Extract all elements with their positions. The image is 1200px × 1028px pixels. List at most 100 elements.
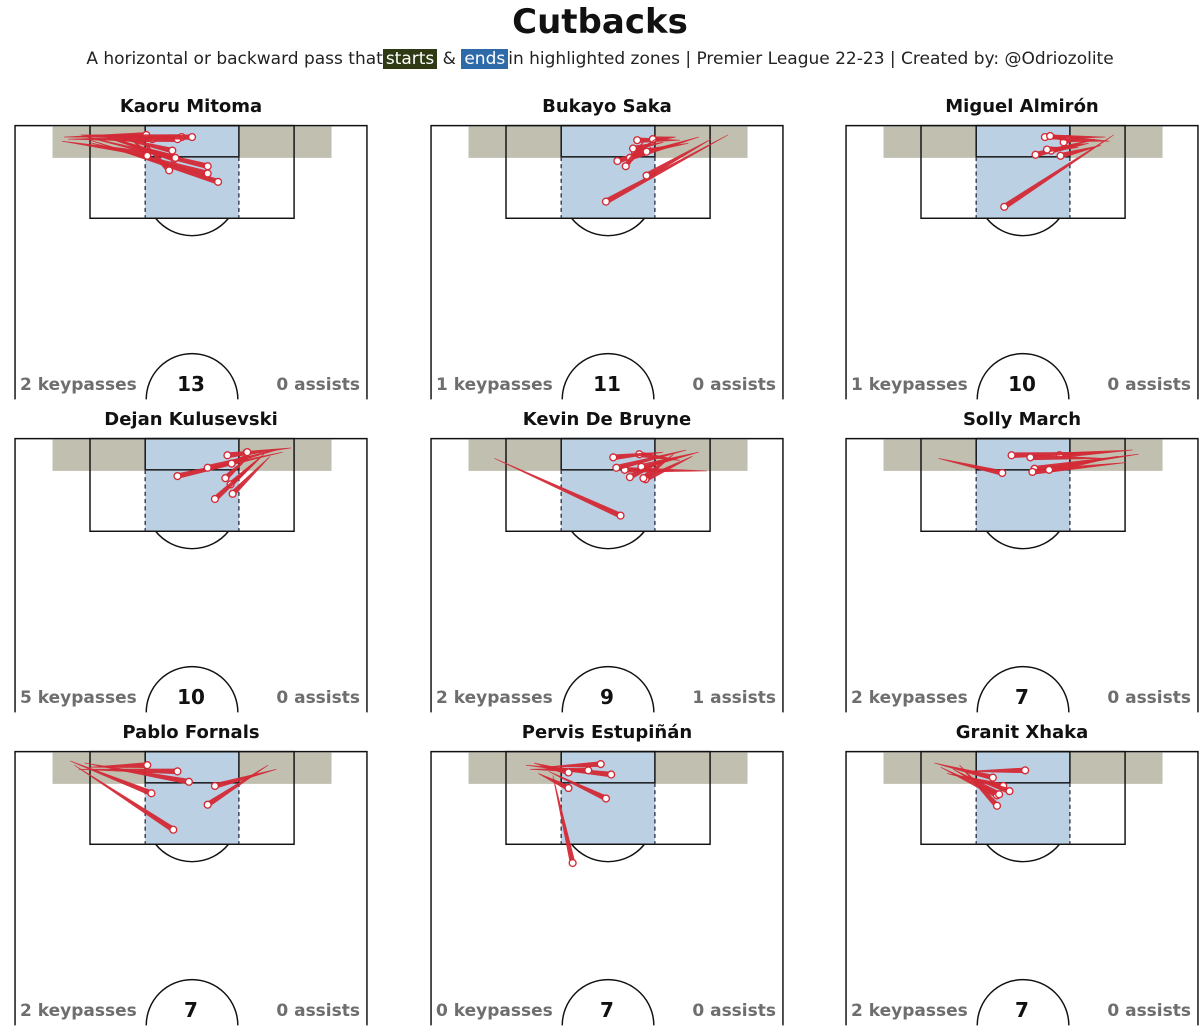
- pass-end-marker: [633, 136, 642, 145]
- pass-end-marker: [171, 153, 180, 162]
- pass-end-marker: [1044, 465, 1054, 474]
- pass-end-marker: [1042, 145, 1052, 154]
- centre-circle-arc: [976, 352, 1070, 400]
- pitch-half: [14, 750, 368, 1026]
- assists-label: 0 assists: [692, 375, 776, 395]
- penalty-arc: [155, 843, 230, 863]
- pass-end-marker: [1056, 151, 1065, 160]
- pass-end-marker: [994, 790, 1004, 799]
- pass-end-marker: [223, 451, 232, 460]
- pass-end-marker: [601, 197, 611, 206]
- pass-end-marker: [625, 473, 635, 482]
- assists-label: 0 assists: [1107, 1001, 1191, 1021]
- ends-tag: ends: [461, 49, 509, 69]
- centre-circle-arc: [561, 352, 655, 400]
- subtitle-amp: &: [442, 49, 456, 69]
- player-panel: Pervis Estupiñán 0 keypasses 7 0 assists: [430, 722, 784, 1026]
- pass-end-marker: [210, 494, 220, 504]
- assists-label: 0 assists: [692, 1001, 776, 1021]
- player-panel: Kevin De Bruyne 2 keypasses 9 1 assists: [430, 409, 784, 713]
- pitch-half: [430, 124, 784, 400]
- pitch-half: [845, 750, 1199, 1026]
- pass-end-marker: [1028, 467, 1037, 477]
- cutback-count: 11: [593, 372, 621, 396]
- pass-end-marker: [213, 177, 223, 186]
- pitch-half: [845, 124, 1199, 400]
- subtitle-prefix: A horizontal or backward pass that: [86, 49, 383, 69]
- centre-circle-arc: [976, 665, 1070, 713]
- penalty-arc: [155, 217, 230, 237]
- player-name: Solly March: [962, 409, 1082, 430]
- pass-end-marker: [168, 146, 177, 155]
- pass-end-marker: [221, 474, 230, 483]
- cutback-count: 9: [600, 685, 614, 709]
- pitch-half: [845, 437, 1199, 713]
- keypasses-label: 0 keypasses: [436, 1001, 553, 1021]
- pitch-half: [14, 124, 368, 400]
- pass-end-marker: [998, 468, 1007, 478]
- centre-circle-arc: [145, 978, 239, 1026]
- penalty-arc: [155, 530, 230, 550]
- cutback-count: 7: [184, 998, 198, 1022]
- pass-end-marker: [203, 800, 212, 809]
- keypasses-label: 2 keypasses: [436, 688, 553, 708]
- pass-end-marker: [596, 759, 605, 769]
- pass-end-marker: [988, 773, 997, 782]
- pass-end-marker: [642, 147, 651, 156]
- cutback-count: 7: [1015, 998, 1029, 1022]
- assists-label: 1 assists: [692, 688, 776, 708]
- pass-end-marker: [992, 801, 1002, 810]
- pass-end-marker: [143, 761, 152, 770]
- pass-end-marker: [601, 794, 611, 803]
- pass-end-marker: [1007, 451, 1016, 460]
- cutback-count: 10: [177, 685, 205, 709]
- pass-end-marker: [243, 448, 252, 457]
- end-zone: [145, 752, 239, 845]
- cutback-count: 7: [600, 998, 614, 1022]
- pass-end-marker: [613, 156, 622, 166]
- pass-end-marker: [173, 767, 182, 776]
- pass-end-marker: [165, 166, 174, 175]
- centre-circle-arc: [561, 665, 655, 713]
- player-name: Pablo Fornals: [122, 722, 260, 743]
- pass-end-marker: [1005, 787, 1014, 796]
- pass-end-marker: [616, 511, 625, 520]
- pass-end-marker: [1031, 150, 1040, 159]
- chart-title: Cutbacks: [512, 2, 688, 42]
- pass-end-marker: [642, 171, 651, 180]
- penalty-arc: [571, 530, 646, 550]
- player-panel: Granit Xhaka 2 keypasses 7 0 assists: [845, 722, 1199, 1026]
- end-zone: [145, 439, 239, 532]
- keypasses-label: 1 keypasses: [436, 375, 553, 395]
- pass-end-marker: [227, 459, 236, 468]
- pass-end-marker: [187, 132, 197, 142]
- cutback-count: 7: [1015, 685, 1029, 709]
- penalty-arc: [571, 217, 646, 237]
- six-yard-box: [975, 750, 1071, 784]
- pass-end-marker: [203, 162, 212, 171]
- player-name: Pervis Estupiñán: [521, 722, 693, 743]
- keypasses-label: 2 keypasses: [20, 1001, 137, 1021]
- pass-end-marker: [203, 169, 212, 178]
- pass-end-marker: [639, 474, 648, 483]
- pass-end-marker: [609, 453, 618, 462]
- pass-end-marker: [169, 825, 178, 834]
- player-name: Granit Xhaka: [955, 722, 1089, 743]
- penalty-arc: [571, 843, 646, 863]
- assists-label: 0 assists: [276, 1001, 360, 1021]
- six-yard-box: [560, 437, 656, 471]
- keypasses-label: 2 keypasses: [851, 688, 968, 708]
- pass-end-marker: [628, 144, 638, 153]
- pass-end-marker: [648, 135, 657, 144]
- keypasses-label: 2 keypasses: [851, 1001, 968, 1021]
- player-name: Miguel Almirón: [945, 96, 1099, 117]
- penalty-arc: [986, 843, 1061, 863]
- assists-label: 0 assists: [276, 375, 360, 395]
- pass-end-marker: [568, 858, 577, 868]
- player-name: Kevin De Bruyne: [522, 409, 692, 430]
- player-name: Dejan Kulusevski: [104, 409, 278, 430]
